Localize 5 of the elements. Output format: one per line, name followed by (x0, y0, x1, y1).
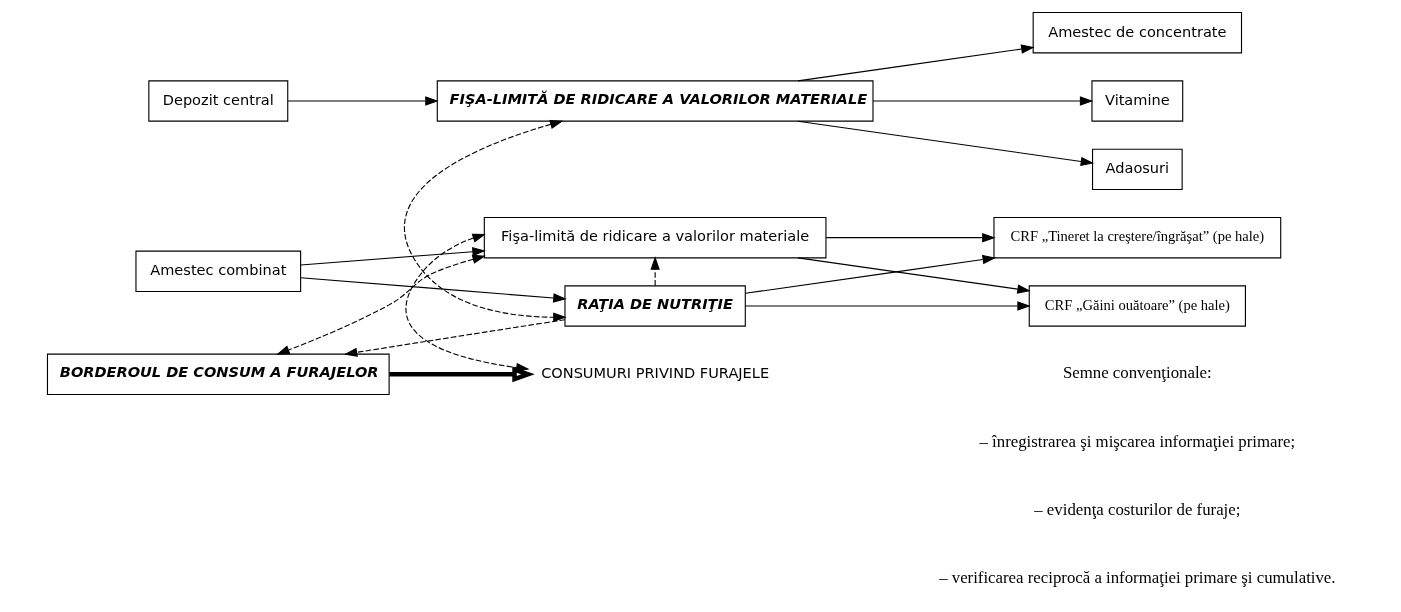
legend-label: – înregistrarea şi mişcarea informaţiei primare; (979, 431, 1296, 451)
node-text: CONSUMURI PRIVIND FURAJELE (541, 364, 770, 382)
legend-label: – verificarea reciprocă a informaţiei primare şi cumulative. (939, 568, 1336, 588)
legend-label: – evidenţa costurilor de furaje; (1034, 499, 1241, 519)
label: Semne convenţionale: (1062, 363, 1212, 383)
